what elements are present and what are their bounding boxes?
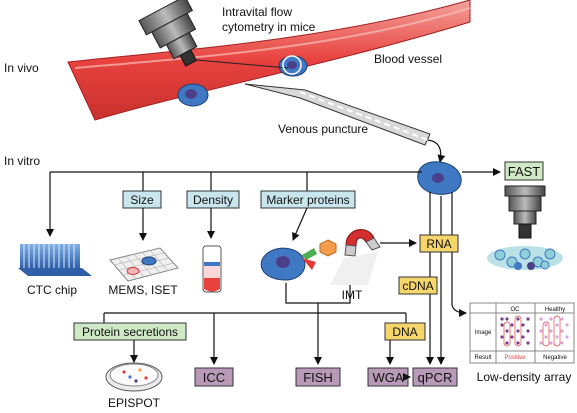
needle-to-cell-arrow <box>427 139 446 163</box>
microscope-beam <box>195 59 289 69</box>
vessel-cell-1 <box>177 83 209 107</box>
magnet-icon <box>330 229 381 285</box>
blood-vessel-label: Blood vessel <box>374 52 442 66</box>
rna-box: RNA <box>419 234 459 253</box>
fish-box: FISH <box>295 367 341 387</box>
imt-cell-icon <box>260 239 337 281</box>
dna-box: DNA <box>384 322 426 341</box>
sampled-ctc-cell <box>417 161 462 195</box>
episopt-dish-icon <box>105 362 163 392</box>
svg-text:Density: Density <box>193 193 233 207</box>
episopt-label: EPISPOT <box>108 396 161 410</box>
svg-text:Size: Size <box>130 193 154 207</box>
ctc-chip-label: CTC chip <box>27 283 77 297</box>
array-header-oc: OC <box>511 307 521 313</box>
in-vivo-label: In vivo <box>4 61 39 75</box>
svg-text:Marker proteins: Marker proteins <box>266 193 349 207</box>
svg-text:ICC: ICC <box>203 370 225 385</box>
low-density-array-label: Low-density array <box>477 370 572 384</box>
low-density-array-table: OC Healthy Image Result Positive Negativ… <box>469 302 575 364</box>
density-tube-icon <box>202 245 222 293</box>
intravital-label-line1: Intravital flow <box>222 5 292 19</box>
fast-cell-cluster <box>487 246 563 270</box>
intravital-label-line2: cytometry in mice <box>222 20 316 34</box>
fast-box: FAST <box>504 161 544 181</box>
venous-puncture-label: Venous puncture <box>278 122 368 136</box>
array-result-positive: Positive <box>504 355 526 361</box>
fast-objective-icon <box>504 185 546 239</box>
svg-text:WGA: WGA <box>372 370 403 385</box>
detection-ring <box>282 55 302 75</box>
imt-label: IMT <box>342 288 363 302</box>
svg-text:FISH: FISH <box>303 370 333 385</box>
wga-box: WGA <box>367 367 409 387</box>
array-row-image: Image <box>475 330 492 336</box>
svg-text:RNA: RNA <box>426 237 451 251</box>
imt-bracket <box>285 283 351 304</box>
arrow-to-array <box>451 304 467 317</box>
mems-iset-label: MEMS, ISET <box>108 283 178 297</box>
svg-text:DNA: DNA <box>392 325 417 339</box>
array-row-result: Result <box>474 355 491 361</box>
svg-text:qPCR: qPCR <box>418 370 453 385</box>
mems-filter-icon <box>109 247 179 282</box>
ctc-chip-icon <box>18 244 92 276</box>
cdna-box: cDNA <box>398 276 438 295</box>
in-vitro-label: In vitro <box>4 154 40 168</box>
svg-text:Protein secretions: Protein secretions <box>82 325 178 339</box>
marker-proteins-box: Marker proteins <box>260 190 356 209</box>
arrow-to-imt-cell <box>292 207 308 241</box>
microscope-objective-icon <box>138 0 198 67</box>
size-box: Size <box>122 190 162 209</box>
svg-text:FAST: FAST <box>508 164 541 179</box>
svg-text:cDNA: cDNA <box>402 279 433 293</box>
icc-box: ICC <box>194 367 234 387</box>
needle-icon <box>244 83 431 146</box>
qpcr-box: qPCR <box>412 367 458 387</box>
protein-secretions-box: Protein secretions <box>73 322 187 341</box>
array-header-healthy: Healthy <box>545 307 565 313</box>
array-result-negative: Negative <box>543 355 567 361</box>
density-box: Density <box>186 190 240 209</box>
